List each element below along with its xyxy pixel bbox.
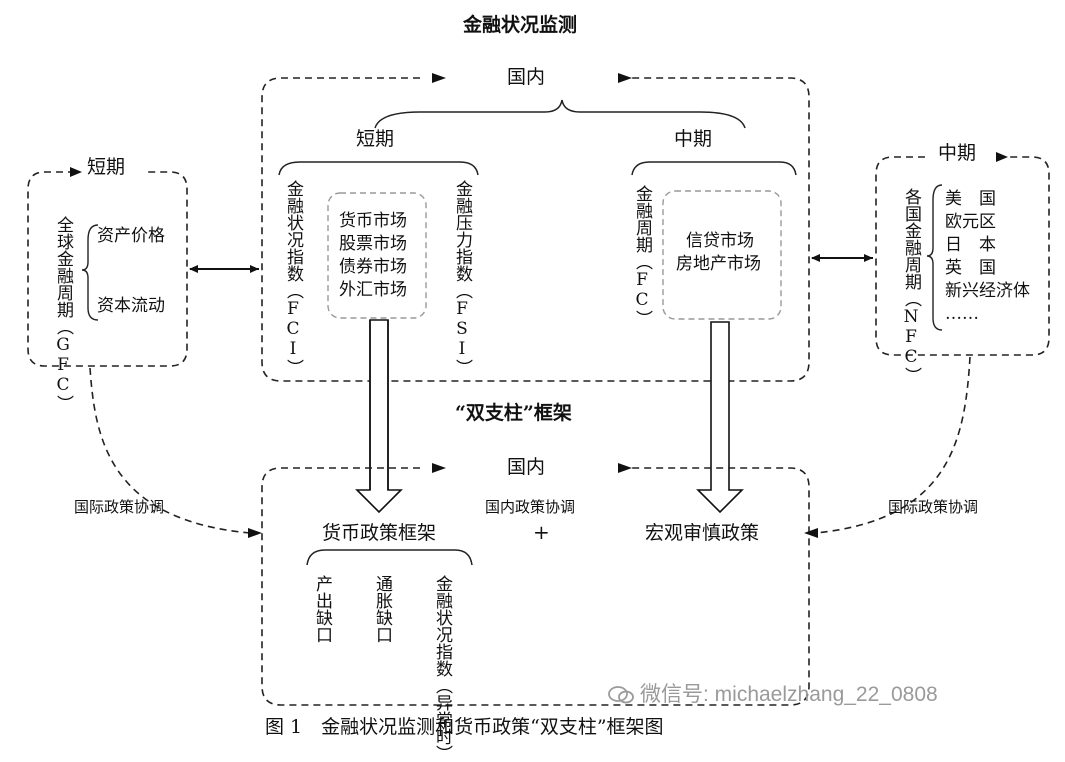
short-market-item: 债券市场 bbox=[339, 257, 407, 277]
output-gap-label: 产出缺口 bbox=[312, 575, 332, 643]
fc-label: 金融周期（FC） bbox=[632, 185, 652, 327]
diagram-title: 金融状况监测 bbox=[463, 14, 578, 36]
wechat-icon bbox=[608, 685, 634, 705]
top-domestic-label: 国内 bbox=[507, 66, 546, 88]
macroprudential-policy: 宏观审慎政策 bbox=[645, 522, 760, 544]
country-item: 欧元区 bbox=[945, 212, 996, 232]
framework-title: “双支柱”框架 bbox=[455, 402, 572, 424]
capital-flow-label: 资本流动 bbox=[97, 296, 165, 316]
inflation-gap-label: 通胀缺口 bbox=[372, 575, 392, 643]
bottom-domestic-label: 国内 bbox=[507, 456, 546, 478]
top-medium-term-label: 中期 bbox=[674, 128, 713, 150]
country-item: …… bbox=[945, 304, 979, 324]
right-box bbox=[875, 156, 1050, 356]
country-item: 美 国 bbox=[945, 189, 996, 209]
intl-coordination-left: 国际政策协调 bbox=[74, 498, 165, 516]
fci-label: 金融状况指数（FCI） bbox=[283, 180, 303, 376]
short-markets-box bbox=[327, 192, 427, 319]
medium-market-item: 信贷市场 bbox=[686, 231, 754, 251]
medium-brace bbox=[631, 161, 797, 176]
figure-caption: 图 1 金融状况监测和货币政策“双支柱”框架图 bbox=[265, 716, 664, 738]
short-market-item: 外汇市场 bbox=[339, 280, 407, 300]
hollow-arrow-right bbox=[696, 321, 744, 514]
wechat-watermark: 微信号: michaelzhang_22_0808 bbox=[608, 684, 938, 705]
hollow-arrow-left bbox=[355, 319, 403, 514]
gfc-label: 全球金融周期（GFC） bbox=[53, 216, 73, 412]
fci-abnormal-label: 金融状况指数（异常时） bbox=[432, 575, 452, 762]
short-market-item: 货币市场 bbox=[339, 211, 407, 231]
plus-sign: + bbox=[533, 520, 550, 544]
top-brace bbox=[374, 99, 746, 129]
bottom-domestic-box bbox=[261, 467, 810, 706]
left-short-term-title: 短期 bbox=[87, 156, 126, 178]
medium-markets-list: 信贷市场 房地产市场 bbox=[676, 230, 761, 276]
left-box bbox=[27, 171, 188, 367]
country-item: 英 国 bbox=[945, 258, 996, 278]
monetary-policy-framework: 货币政策框架 bbox=[322, 522, 437, 544]
watermark-text: 微信号: michaelzhang_22_0808 bbox=[640, 683, 938, 706]
short-brace bbox=[278, 161, 479, 176]
short-markets-list: 货币市场 股票市场 债券市场 外汇市场 bbox=[339, 210, 407, 302]
short-market-item: 股票市场 bbox=[339, 234, 407, 254]
right-medium-term-title: 中期 bbox=[938, 142, 977, 164]
medium-market-item: 房地产市场 bbox=[676, 254, 761, 274]
top-short-term-label: 短期 bbox=[356, 128, 395, 150]
domestic-coordination-label: 国内政策协调 bbox=[485, 498, 576, 516]
country-list: 美 国 欧元区 日 本 英 国 新兴经济体 …… bbox=[945, 188, 1030, 326]
intl-coordination-right: 国际政策协调 bbox=[888, 498, 979, 516]
top-domestic-box bbox=[261, 77, 810, 382]
nfc-label: 各国金融周期（NFC） bbox=[901, 188, 921, 384]
country-item: 新兴经济体 bbox=[945, 281, 1030, 301]
country-item: 日 本 bbox=[945, 235, 996, 255]
fsi-label: 金融压力指数（FSI） bbox=[452, 180, 472, 376]
medium-markets-box bbox=[662, 190, 782, 320]
asset-price-label: 资产价格 bbox=[97, 226, 165, 246]
